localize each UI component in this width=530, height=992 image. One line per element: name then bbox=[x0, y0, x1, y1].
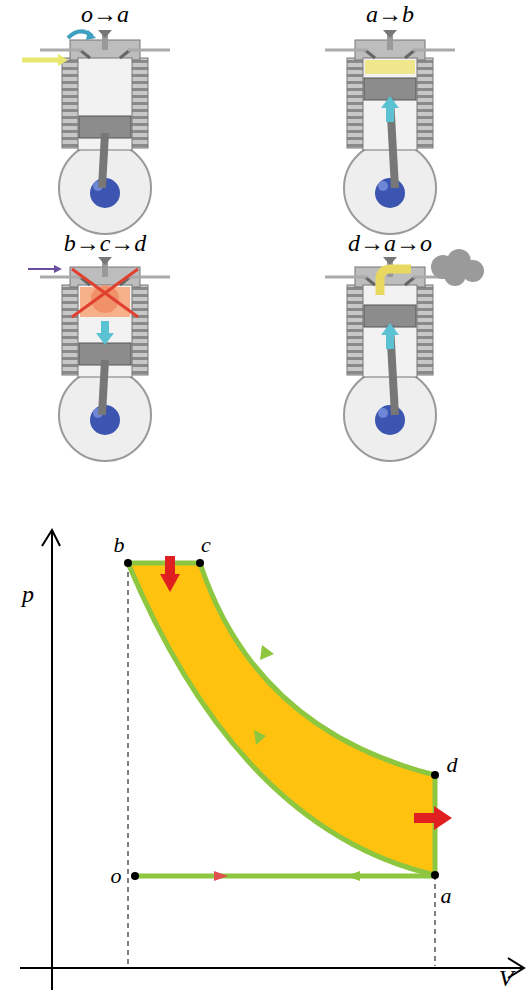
axis-label: p bbox=[22, 582, 34, 606]
stroke-caption: o→a bbox=[81, 2, 129, 26]
point-label: c bbox=[201, 534, 211, 556]
axis-label: V bbox=[499, 966, 514, 990]
point-label: d bbox=[447, 754, 458, 776]
point-label: b bbox=[114, 534, 125, 556]
point-label: a bbox=[441, 885, 452, 907]
point-label: o bbox=[111, 865, 122, 887]
stroke-caption: d→a→o bbox=[348, 231, 432, 255]
stroke-caption: a→b bbox=[366, 2, 414, 26]
stroke-caption: b→c→d bbox=[64, 231, 147, 255]
